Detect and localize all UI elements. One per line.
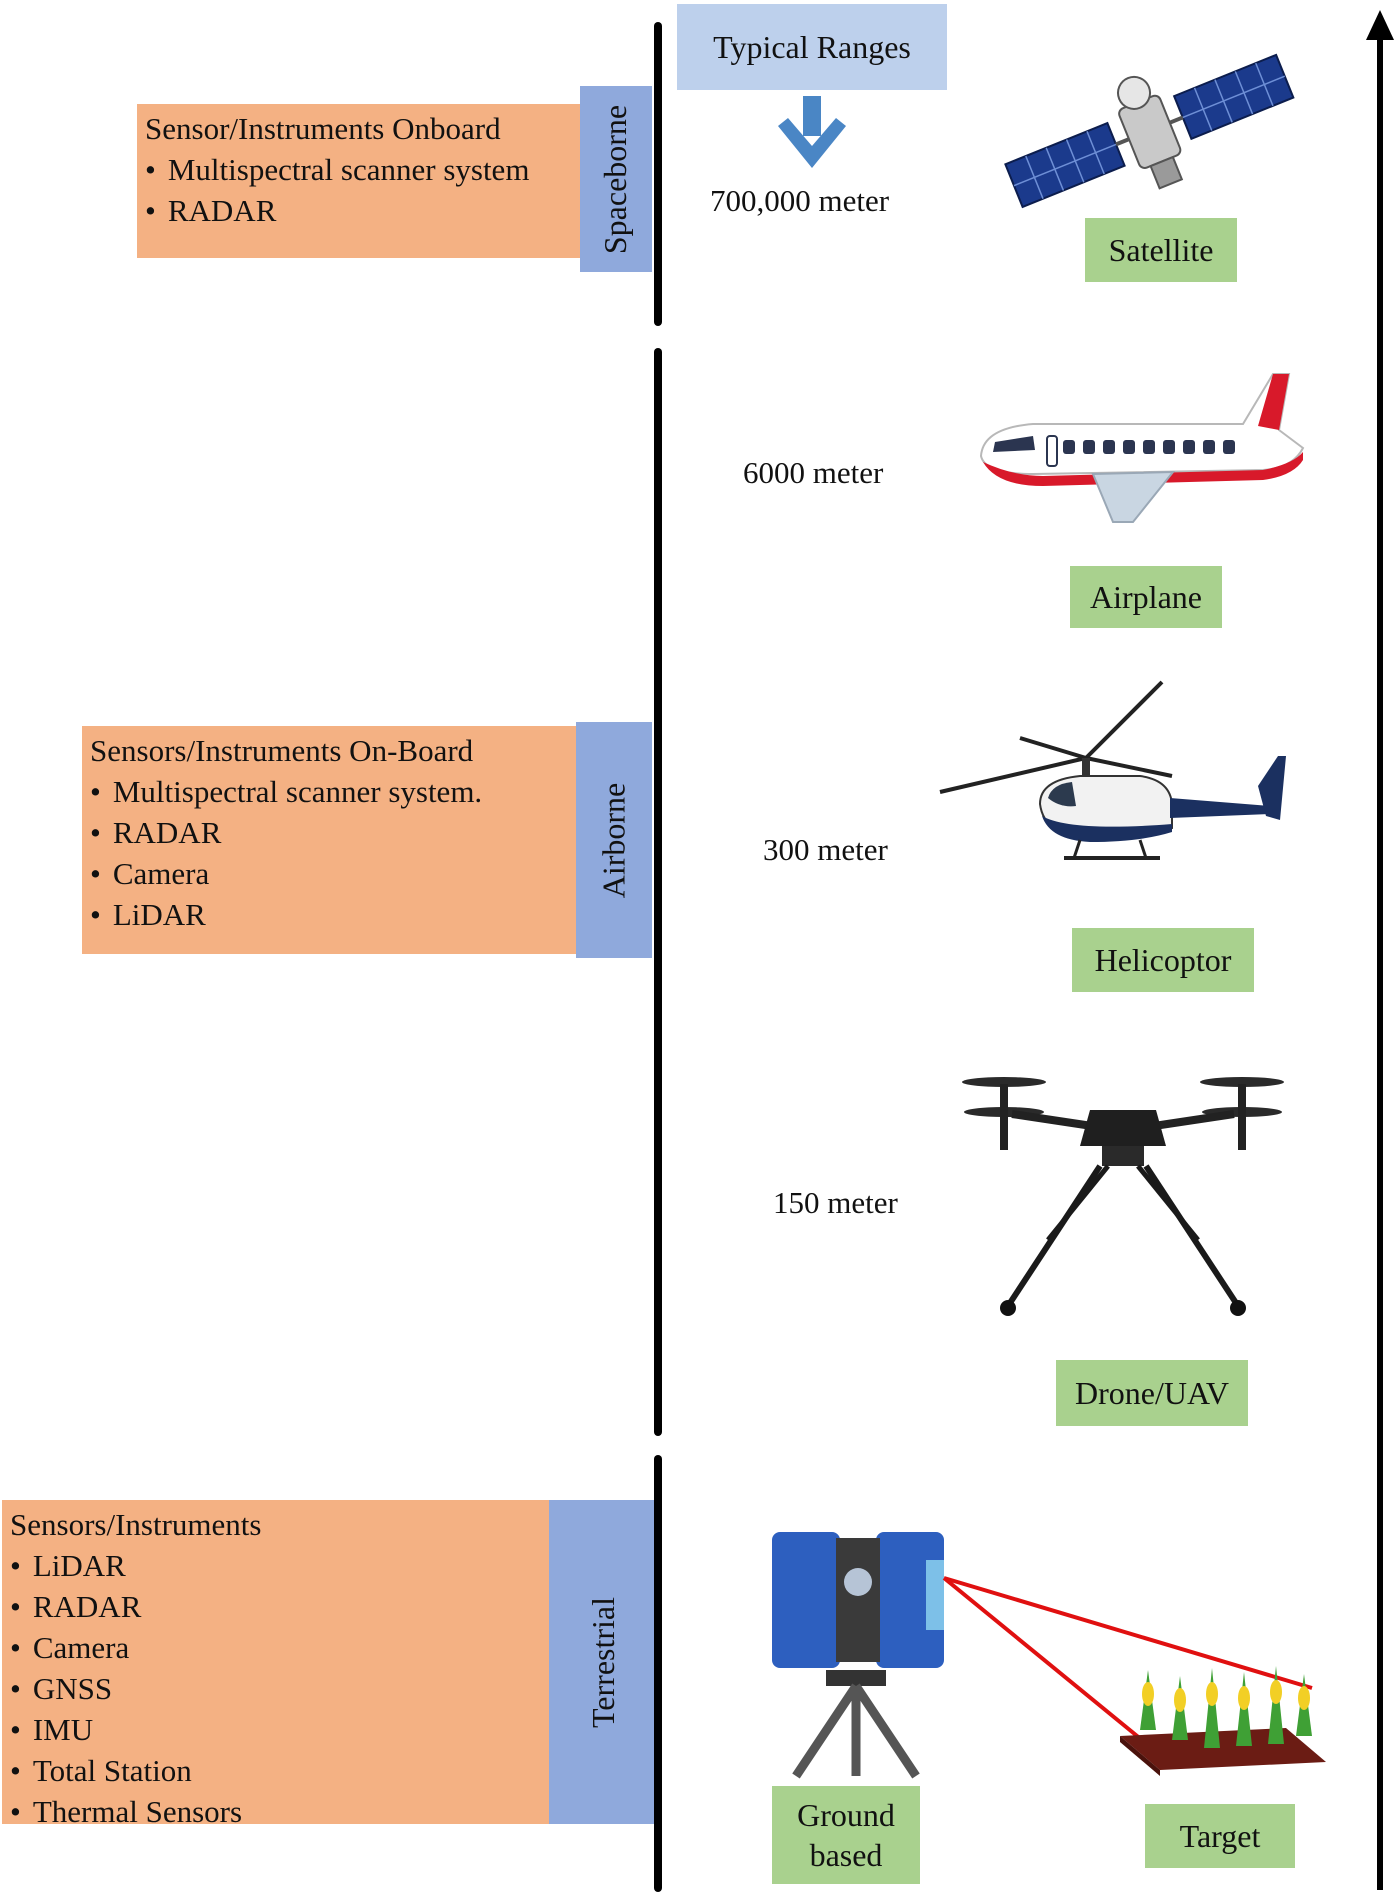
airborne-sensor-heading: Sensors/Instruments On-Board [90,733,474,768]
spaceborne-sensor-box: Sensor/Instruments Onboard Multispectral… [137,104,580,258]
drone-icon [962,1077,1284,1316]
terrestrial-sensor-box: Sensors/Instruments LiDAR RADAR Camera G… [2,1500,549,1829]
platform-label-satellite: Satellite [1085,218,1237,282]
platform-label-ground-based: Ground based [772,1786,920,1884]
terrestrial-sensor-item: Total Station [10,1750,541,1791]
satellite-icon [1004,53,1295,209]
crop-field-icon [1120,1666,1326,1776]
range-airplane: 6000 meter [743,455,884,490]
spaceborne-sensor-item: Multispectral scanner system [145,149,572,190]
airborne-sensor-item: RADAR [90,812,568,853]
terrestrial-divider-line [654,1455,662,1892]
terrestrial-sensor-heading: Sensors/Instruments [10,1507,262,1542]
airborne-sensor-item: LiDAR [90,894,568,935]
terrestrial-sensor-item: GNSS [10,1668,541,1709]
airborne-sensor-box: Sensors/Instruments On-Board Multispectr… [82,726,576,954]
terrestrial-sensor-item: RADAR [10,1586,541,1627]
platform-label-target: Target [1145,1804,1295,1868]
airborne-tab: Airborne [576,722,652,958]
airplane-icon [979,373,1305,523]
spaceborne-tab: Spaceborne [580,86,652,272]
terrestrial-sensor-item: Camera [10,1627,541,1668]
platform-label-airplane: Airplane [1070,566,1222,628]
platform-label-drone: Drone/UAV [1056,1360,1248,1426]
platform-label-helicopter: Helicoptor [1072,928,1254,992]
airborne-divider-line [654,348,662,1436]
terrestrial-sensor-item: Thermal Sensors [10,1791,541,1832]
range-satellite: 700,000 meter [710,183,890,218]
terrestrial-tab: Terrestrial [549,1500,657,1824]
ground-based-line1: Ground [797,1797,895,1833]
laser-scanner-icon [772,1532,944,1779]
spaceborne-sensor-heading: Sensor/Instruments Onboard [145,111,501,146]
helicopter-icon [939,680,1286,860]
up-arrow-icon [1366,10,1394,40]
range-header: Typical Ranges [677,4,947,90]
range-drone: 150 meter [773,1185,898,1220]
terrestrial-sensor-item: LiDAR [10,1545,541,1586]
airborne-sensor-item: Multispectral scanner system. [90,771,568,812]
spaceborne-sensor-item: RADAR [145,190,572,231]
range-helicopter: 300 meter [763,832,888,867]
ground-based-line2: based [809,1837,883,1873]
spaceborne-divider-line [654,22,662,326]
down-arrow-icon [778,96,846,168]
terrestrial-sensor-item: IMU [10,1709,541,1750]
altitude-axis-line [1377,28,1383,1890]
airborne-sensor-item: Camera [90,853,568,894]
